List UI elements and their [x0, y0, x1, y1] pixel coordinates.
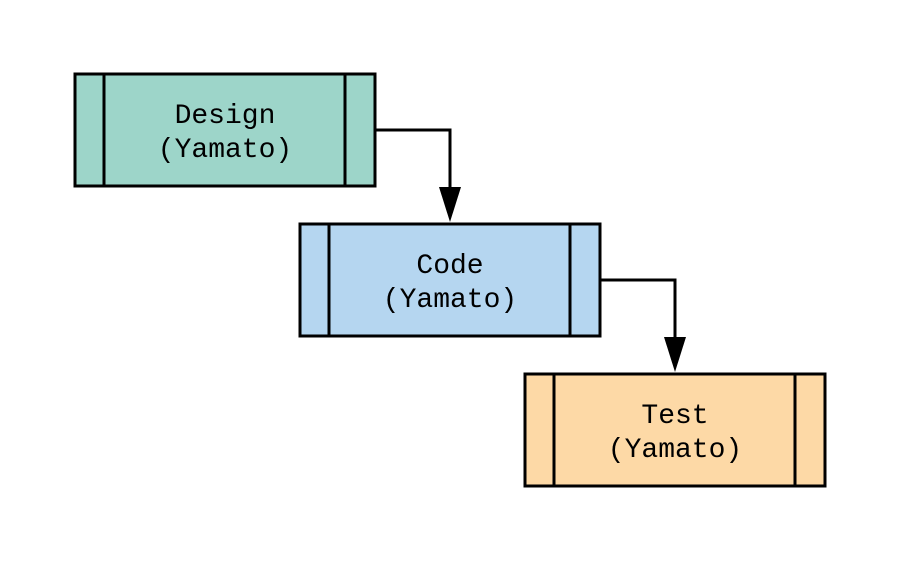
process-node-design: Design (Yamato) — [73, 72, 377, 188]
process-node-test: Test (Yamato) — [523, 372, 827, 488]
edge-code-to-test — [600, 278, 686, 372]
node-box — [523, 372, 827, 488]
node-subtitle: (Yamato) — [158, 135, 292, 166]
node-title: Test — [641, 401, 708, 432]
node-box — [73, 72, 377, 188]
process-node-code: Code (Yamato) — [298, 222, 602, 338]
arrowhead-icon — [439, 187, 461, 222]
node-subtitle: (Yamato) — [383, 285, 517, 316]
arrowhead-icon — [664, 337, 686, 372]
connector-line — [375, 128, 452, 190]
node-subtitle: (Yamato) — [608, 435, 742, 466]
node-title: Design — [175, 101, 276, 132]
connector-line — [600, 278, 677, 340]
node-box — [298, 222, 602, 338]
node-title: Code — [416, 251, 483, 282]
edge-design-to-code — [375, 128, 461, 222]
